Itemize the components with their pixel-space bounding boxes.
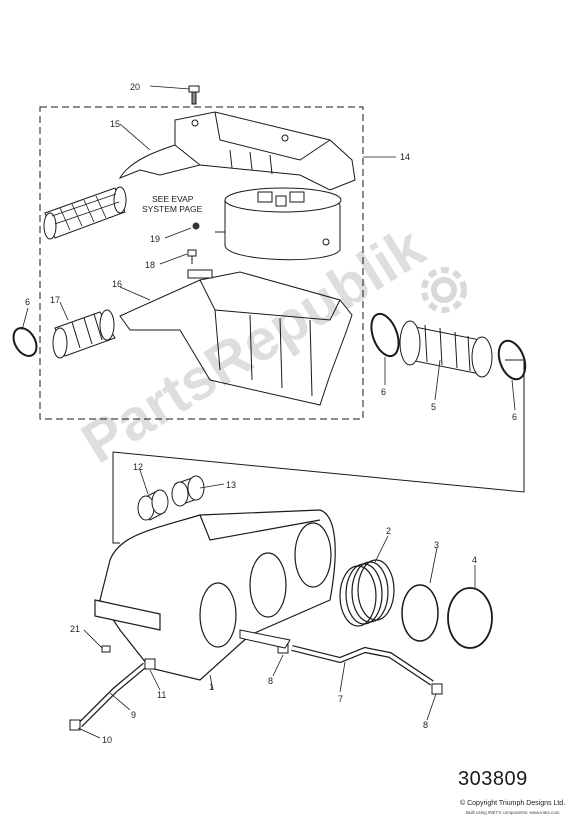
callout-15: 15 — [110, 119, 120, 129]
clamp-part — [144, 658, 156, 670]
screw-part — [187, 249, 197, 264]
callout-4: 4 — [472, 555, 477, 565]
evap-note-line1: SEE EVAP — [152, 194, 194, 204]
assembly-frame — [39, 106, 364, 420]
bracket-part — [239, 629, 291, 649]
grommet-part — [192, 222, 200, 230]
connector-line — [112, 359, 525, 493]
lower-housing-part — [119, 269, 353, 406]
evap-canister-part — [215, 187, 342, 261]
callout-17: 17 — [50, 295, 60, 305]
reference-number: 303809 — [458, 768, 528, 790]
callout-6-right: 6 — [512, 412, 517, 422]
gear-icon — [421, 267, 467, 313]
leader-lines — [21, 85, 516, 739]
intake-hose-part — [52, 309, 116, 359]
mesh-filter-part — [43, 186, 127, 240]
callout-12: 12 — [133, 462, 143, 472]
clamp-part — [69, 719, 81, 731]
bolt-part — [188, 85, 200, 105]
callout-14: 14 — [400, 152, 410, 162]
callout-6-left: 6 — [25, 297, 30, 307]
callout-18: 18 — [145, 260, 155, 270]
sleeve-part — [171, 475, 205, 507]
copyright-text: © Copyright Triumph Designs Ltd. — [460, 800, 566, 807]
build-note: Built using INETX components: www.inetx.… — [466, 810, 560, 815]
band-clip-part — [401, 584, 439, 642]
connector-line — [112, 452, 120, 544]
sleeve-part — [137, 489, 169, 521]
hose-clip-part — [497, 339, 527, 381]
callout-8-right: 8 — [423, 720, 428, 730]
airbox-part — [94, 509, 336, 681]
callout-5: 5 — [431, 402, 436, 412]
callout-6-mid: 6 — [381, 387, 386, 397]
upper-cover-part — [118, 111, 356, 191]
callout-3: 3 — [434, 540, 439, 550]
screw-part — [101, 645, 111, 653]
callout-2: 2 — [386, 526, 391, 536]
callout-16: 16 — [112, 279, 122, 289]
callout-7: 7 — [338, 694, 343, 704]
spring-band-part — [339, 559, 395, 627]
callout-10: 10 — [102, 735, 112, 745]
callout-21: 21 — [70, 624, 80, 634]
clamp-part — [431, 683, 443, 695]
band-clip-part — [447, 587, 493, 649]
hose-clip-part — [12, 327, 38, 357]
callout-1: 1 — [209, 682, 214, 692]
callout-9: 9 — [131, 710, 136, 720]
callout-11: 11 — [157, 690, 166, 700]
callout-20: 20 — [130, 82, 140, 92]
rubber-hose-part — [399, 320, 493, 378]
callout-19: 19 — [150, 234, 160, 244]
callout-8-mid: 8 — [268, 676, 273, 686]
hose-clip-part — [370, 312, 400, 358]
evap-note-line2: SYSTEM PAGE — [142, 204, 203, 214]
callout-13: 13 — [226, 480, 236, 490]
